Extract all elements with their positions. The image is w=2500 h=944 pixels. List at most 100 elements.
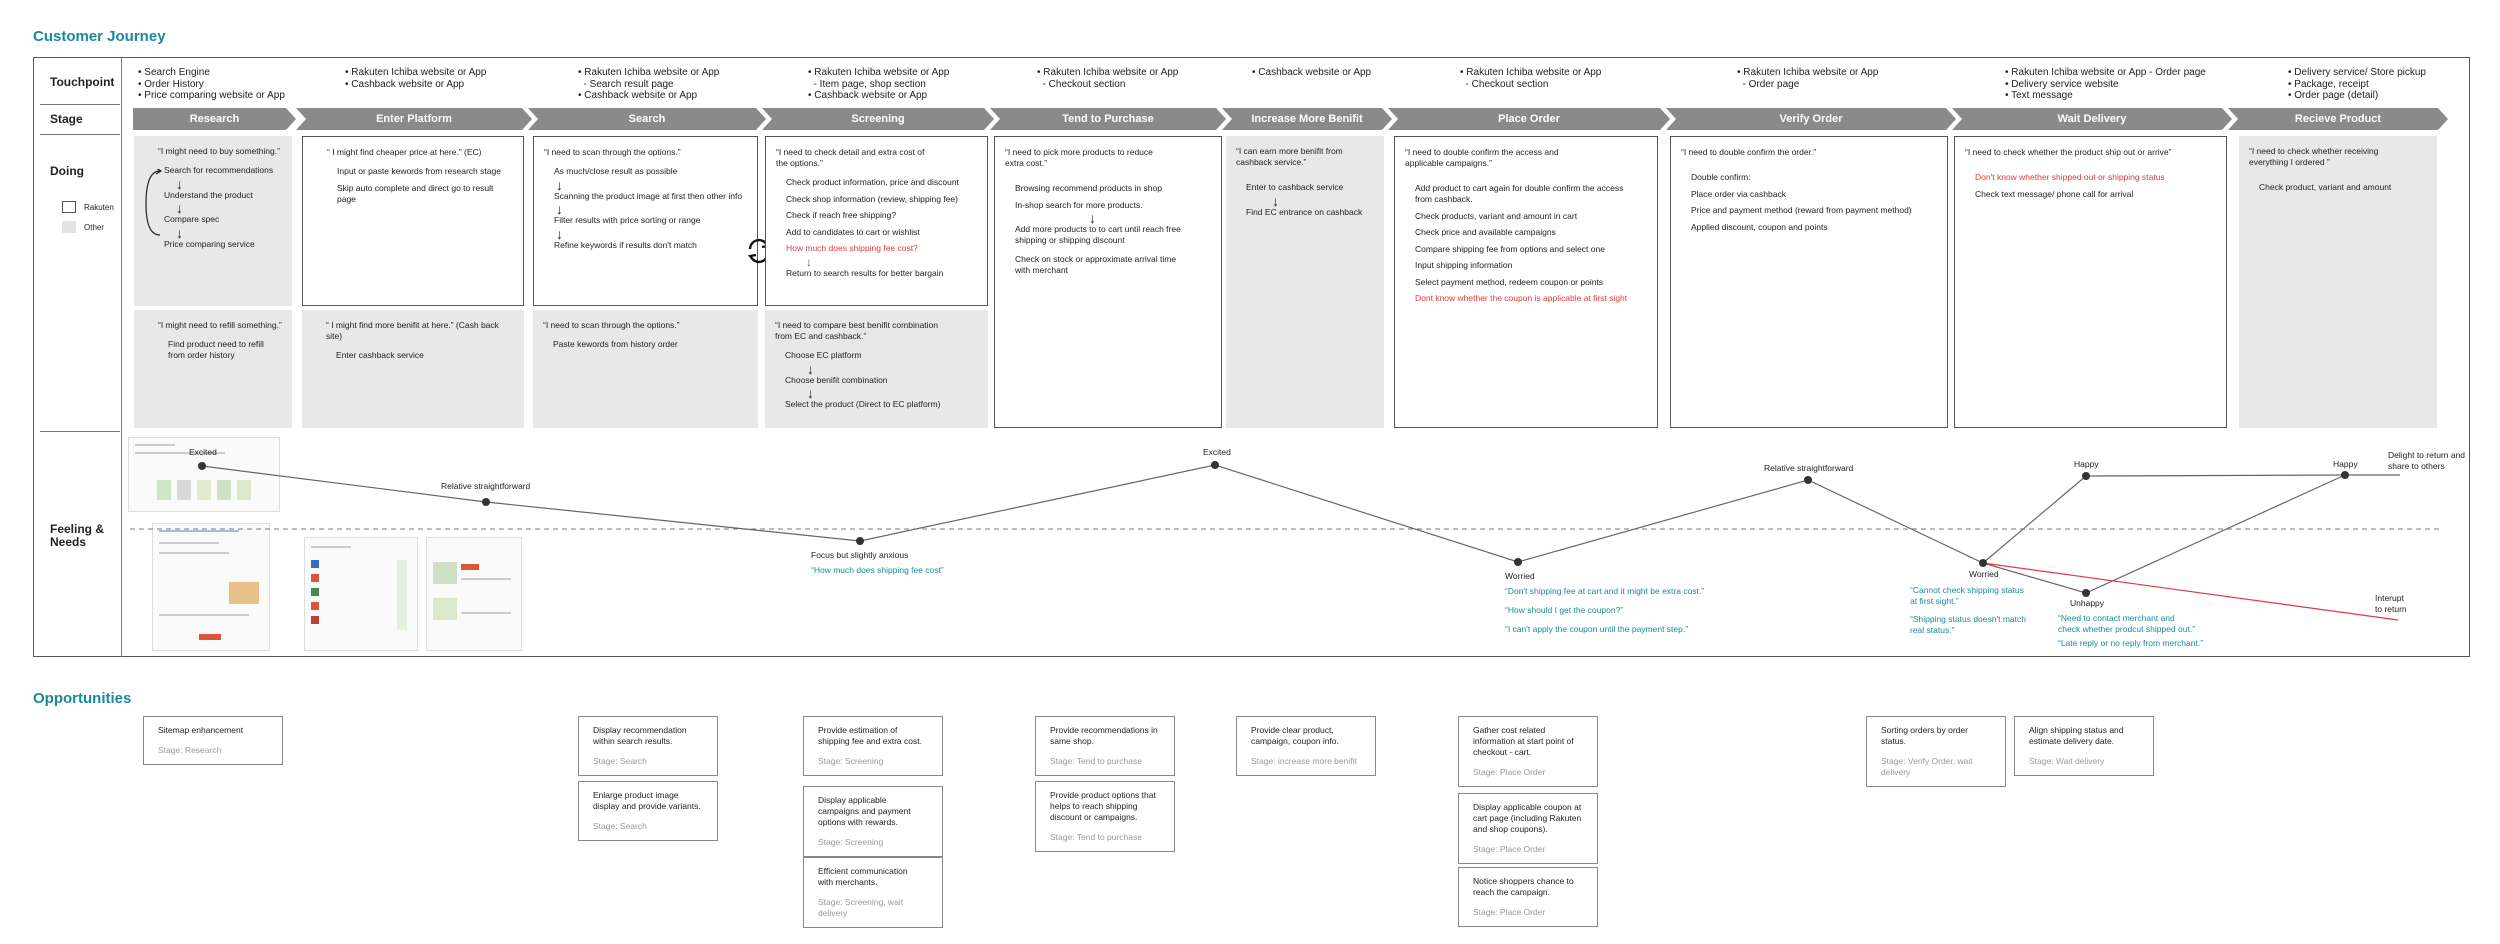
touchpoint-screening: • Rakuten Ichiba website or App - Item p… (808, 67, 950, 101)
opportunity-stage: Stage: Tend to purchase (1050, 832, 1142, 842)
opportunity-text: Provide product options that helps to re… (1050, 790, 1156, 822)
emotion-label-happy: Happy (2333, 459, 2358, 469)
emotion-need: “Cannot check shipping status at first s… (1910, 585, 2024, 606)
doing-card-verify-order: “I need to double confirm the order.” Do… (1670, 136, 1948, 428)
row-label-divider (121, 57, 122, 657)
card-item: Choose EC platform (785, 350, 862, 360)
opportunity-stage: Stage: Research (158, 745, 222, 755)
card-item: Input or paste kewords from research sta… (337, 166, 501, 176)
stage-receive-product: Recieve Product (2228, 108, 2448, 130)
card-item: Check products, variant and amount in ca… (1415, 210, 1578, 221)
opportunity-card: Efficient communication with merchants. … (803, 857, 943, 928)
doing-card-enter-bottom: “ I might find more benifit at here.” (C… (302, 310, 524, 428)
card-item: Double confirm: (1691, 172, 1751, 182)
down-arrow-icon: ↓ (807, 360, 814, 377)
screenshot-thumbnail-search-engine (128, 437, 280, 512)
opportunity-card: Display applicable coupon at cart page (… (1458, 793, 1598, 864)
doing-card-screening-bottom: “I need to compare best benifit combinat… (765, 310, 988, 428)
down-arrow-icon: ↓ (176, 200, 183, 216)
screenshot-thumbnail-price-comparing (152, 523, 270, 651)
card-item: Select the product (Direct to EC platfor… (785, 399, 941, 409)
opportunity-card: Display recommendation within search res… (578, 716, 718, 776)
opportunity-text: Provide clear product, campaign, coupon … (1251, 725, 1339, 746)
opportunity-text: Notice shoppers chance to reach the camp… (1473, 876, 1574, 897)
card-quote: “I need to check detail and extra cost o… (776, 147, 925, 168)
card-item: Check shop information (review, shipping… (786, 193, 958, 204)
card-item: Return to search results for better barg… (786, 267, 944, 278)
opportunity-card: Provide product options that helps to re… (1035, 781, 1175, 852)
legend-rakuten-swatch (62, 201, 76, 213)
card-quote: “I need to double confirm the order.” (1681, 147, 1817, 157)
opportunity-card: Gather cost related information at start… (1458, 716, 1598, 787)
stage-enter-platform: Enter Platform (296, 108, 532, 130)
doing-card-place-order: “I need to double confirm the access and… (1394, 136, 1658, 428)
opportunity-card: Provide estimation of shipping fee and e… (803, 716, 943, 776)
card-quote: “I need to scan through the options.” (543, 320, 680, 330)
opportunity-stage: Stage: Place Order (1473, 767, 1546, 777)
journey-map-frame (33, 57, 2470, 657)
card-item: Find product need to refill from order h… (168, 339, 264, 360)
card-quote: “I need to double confirm the access and… (1405, 147, 1559, 168)
card-quote: “I might need to buy something.” (158, 146, 280, 156)
emotion-label-straightforward: Relative straightforward (441, 481, 531, 491)
opportunity-text: Display applicable coupon at cart page (… (1473, 802, 1582, 834)
card-quote: “I need to scan through the options.” (544, 147, 681, 157)
doing-card-screening-top: “I need to check detail and extra cost o… (765, 136, 988, 306)
doing-card-research-bottom: “I might need to refill something.” Find… (134, 310, 292, 428)
opportunity-text: Enlarge product image display and provid… (593, 790, 701, 811)
opportunity-stage: Stage: Place Order (1473, 844, 1546, 854)
opportunity-text: Gather cost related information at start… (1473, 725, 1574, 757)
emotion-label-happy: Happy (2074, 459, 2099, 469)
card-item: Price and payment method (reward from pa… (1691, 205, 1912, 215)
legend-other-label: Other (84, 223, 105, 232)
card-quote: “I need to check whether the product shi… (1965, 147, 2172, 157)
stage-research: Research (133, 108, 296, 130)
card-item-pain-point: How much does shipping fee cost? (786, 243, 918, 253)
stage-increase-benifit: Increase More Benifit (1222, 108, 1392, 130)
emotion-need: “How should I get the coupon?” (1505, 605, 1624, 615)
opportunity-card: Provide recommendations in same shop. St… (1035, 716, 1175, 776)
card-item: Filter results with price sorting or ran… (554, 215, 701, 225)
stage-place-order: Place Order (1388, 108, 1670, 130)
opportunity-card: Provide clear product, campaign, coupon … (1236, 716, 1376, 776)
row-label-doing: Doing (50, 164, 84, 178)
emotion-need: “I can't apply the coupon until the paym… (1505, 624, 1689, 634)
card-quote: “ I might find cheaper price at here.” (… (327, 147, 482, 157)
down-arrow-icon: ↓ (556, 201, 563, 217)
card-quote: “ I might find more benifit at here.” (C… (326, 320, 499, 341)
doing-card-wait-delivery: “I need to check whether the product shi… (1954, 136, 2227, 428)
opportunity-card: Notice shoppers chance to reach the camp… (1458, 867, 1598, 927)
card-item: Add more products to to cart until reach… (1015, 224, 1181, 245)
card-item: Compare shipping fee from options and se… (1415, 243, 1605, 254)
opportunity-stage: Stage: Verify Order, wait delivery (1881, 756, 1973, 777)
card-item: Understand the product (164, 189, 253, 200)
card-item: Compare spec (164, 214, 220, 224)
card-item: In-shop search for more products. (1015, 199, 1143, 210)
opportunity-card: Sitemap enhancement Stage: Research (143, 716, 283, 765)
touchpoint-search: • Rakuten Ichiba website or App - Search… (578, 67, 720, 101)
card-item: Check text message/ phone call for arriv… (1975, 188, 2134, 199)
divider (40, 134, 120, 135)
touchpoint-research: • Search Engine • Order History • Price … (138, 67, 285, 101)
opportunities-title: Opportunities (33, 690, 132, 707)
doing-card-receive-product: “I need to check whether receiving every… (2239, 136, 2437, 428)
down-arrow-icon: ↓ (807, 385, 814, 401)
opportunity-text: Sitemap enhancement (158, 725, 244, 735)
opportunity-text: Display recommendation within search res… (593, 725, 687, 746)
card-item: Check product, variant and amount (2259, 182, 2392, 192)
touchpoint-enter-platform: • Rakuten Ichiba website or App • Cashba… (345, 67, 487, 90)
emotion-need: “Shipping status doesn't match real stat… (1910, 614, 2026, 635)
down-arrow-icon: ↓ (176, 175, 183, 192)
card-item: Applied discount, coupon and points (1691, 221, 1828, 232)
opportunity-stage: Stage: Place Order (1473, 907, 1546, 917)
card-item: Add product to cart again for double con… (1415, 183, 1624, 204)
stage-screening: Screening (762, 108, 994, 130)
card-item-pain-point: Don't know whether shipped out or shippi… (1975, 172, 2165, 182)
card-item: Enter to cashback service (1246, 182, 1344, 192)
emotion-need: “Late reply or no reply from merchant.” (2058, 638, 2204, 648)
divider (40, 431, 120, 432)
down-arrow-icon: ↓ (806, 254, 812, 269)
card-quote: “I need to compare best benifit combinat… (775, 320, 939, 341)
card-item: Check product information, price and dis… (786, 177, 959, 187)
